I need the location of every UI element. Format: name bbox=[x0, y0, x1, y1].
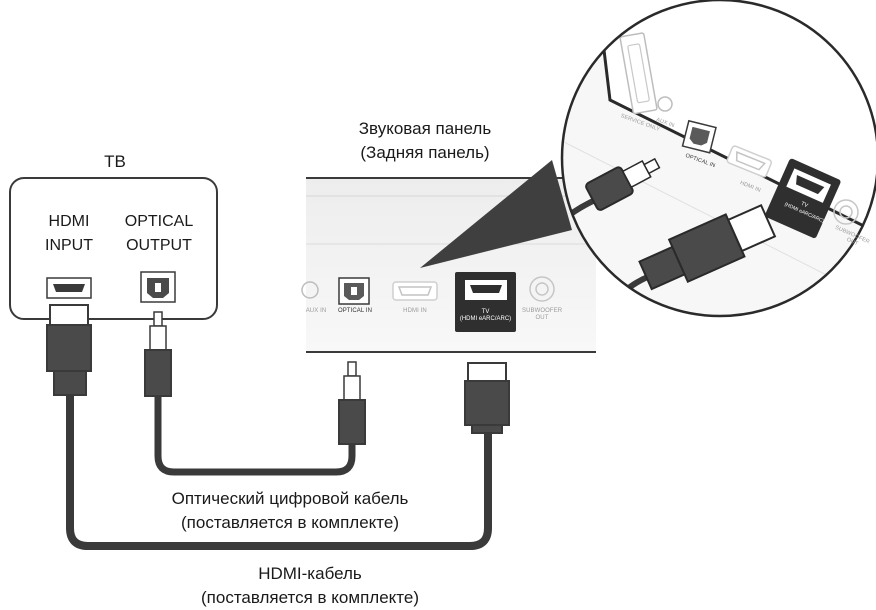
hdmi-plug-soundbar bbox=[464, 362, 510, 434]
soundbar-title-line2: (Задняя панель) bbox=[360, 143, 490, 162]
optical-cable-label-line1: Оптический цифровой кабель bbox=[171, 489, 409, 508]
tv-hdmi-label-line1: HDMI bbox=[48, 213, 90, 230]
zoom-wedge bbox=[420, 160, 572, 268]
zoom-circle-border bbox=[560, 0, 876, 318]
optical-cable-label-line2: (поставляется в комплекте) bbox=[181, 513, 399, 532]
optical-plug-soundbar bbox=[338, 361, 366, 445]
hdmi-cable-wire bbox=[66, 391, 492, 550]
soundbar-subwoofer-label-line2: OUT bbox=[535, 315, 549, 321]
zoom-magnifier bbox=[562, 0, 876, 316]
tv-hdmi-label-line2: INPUT bbox=[45, 237, 93, 254]
hdmi-cable-label-line2: (поставляется в комплекте) bbox=[201, 588, 419, 607]
tv-title: ТВ bbox=[104, 152, 126, 171]
tv-hdmi-port bbox=[46, 277, 92, 299]
tv-optical-port bbox=[140, 271, 176, 303]
optical-cable-wire bbox=[154, 386, 356, 476]
soundbar-aux-in-label: AUX IN bbox=[305, 308, 327, 314]
soundbar-subwoofer-label-line1: SUBWOOFER bbox=[522, 308, 563, 314]
soundbar-tv-label-line2: (HDMI eARC/ARC) bbox=[459, 316, 512, 322]
soundbar-title-line1: Звуковая панель bbox=[358, 119, 492, 138]
optical-plug-tv bbox=[144, 311, 172, 397]
tv-optical-label-line2: OUTPUT bbox=[126, 237, 192, 254]
tv-optical-label-line1: OPTICAL bbox=[124, 213, 194, 230]
hdmi-plug-tv bbox=[46, 304, 92, 396]
soundbar-tv-label-line1: TV bbox=[481, 309, 490, 315]
hdmi-cable-label-line1: HDMI-кабель bbox=[258, 564, 362, 583]
soundbar-optical-in-label: OPTICAL IN bbox=[337, 308, 373, 314]
soundbar-hdmi-in-label: HDMI IN bbox=[403, 308, 427, 314]
